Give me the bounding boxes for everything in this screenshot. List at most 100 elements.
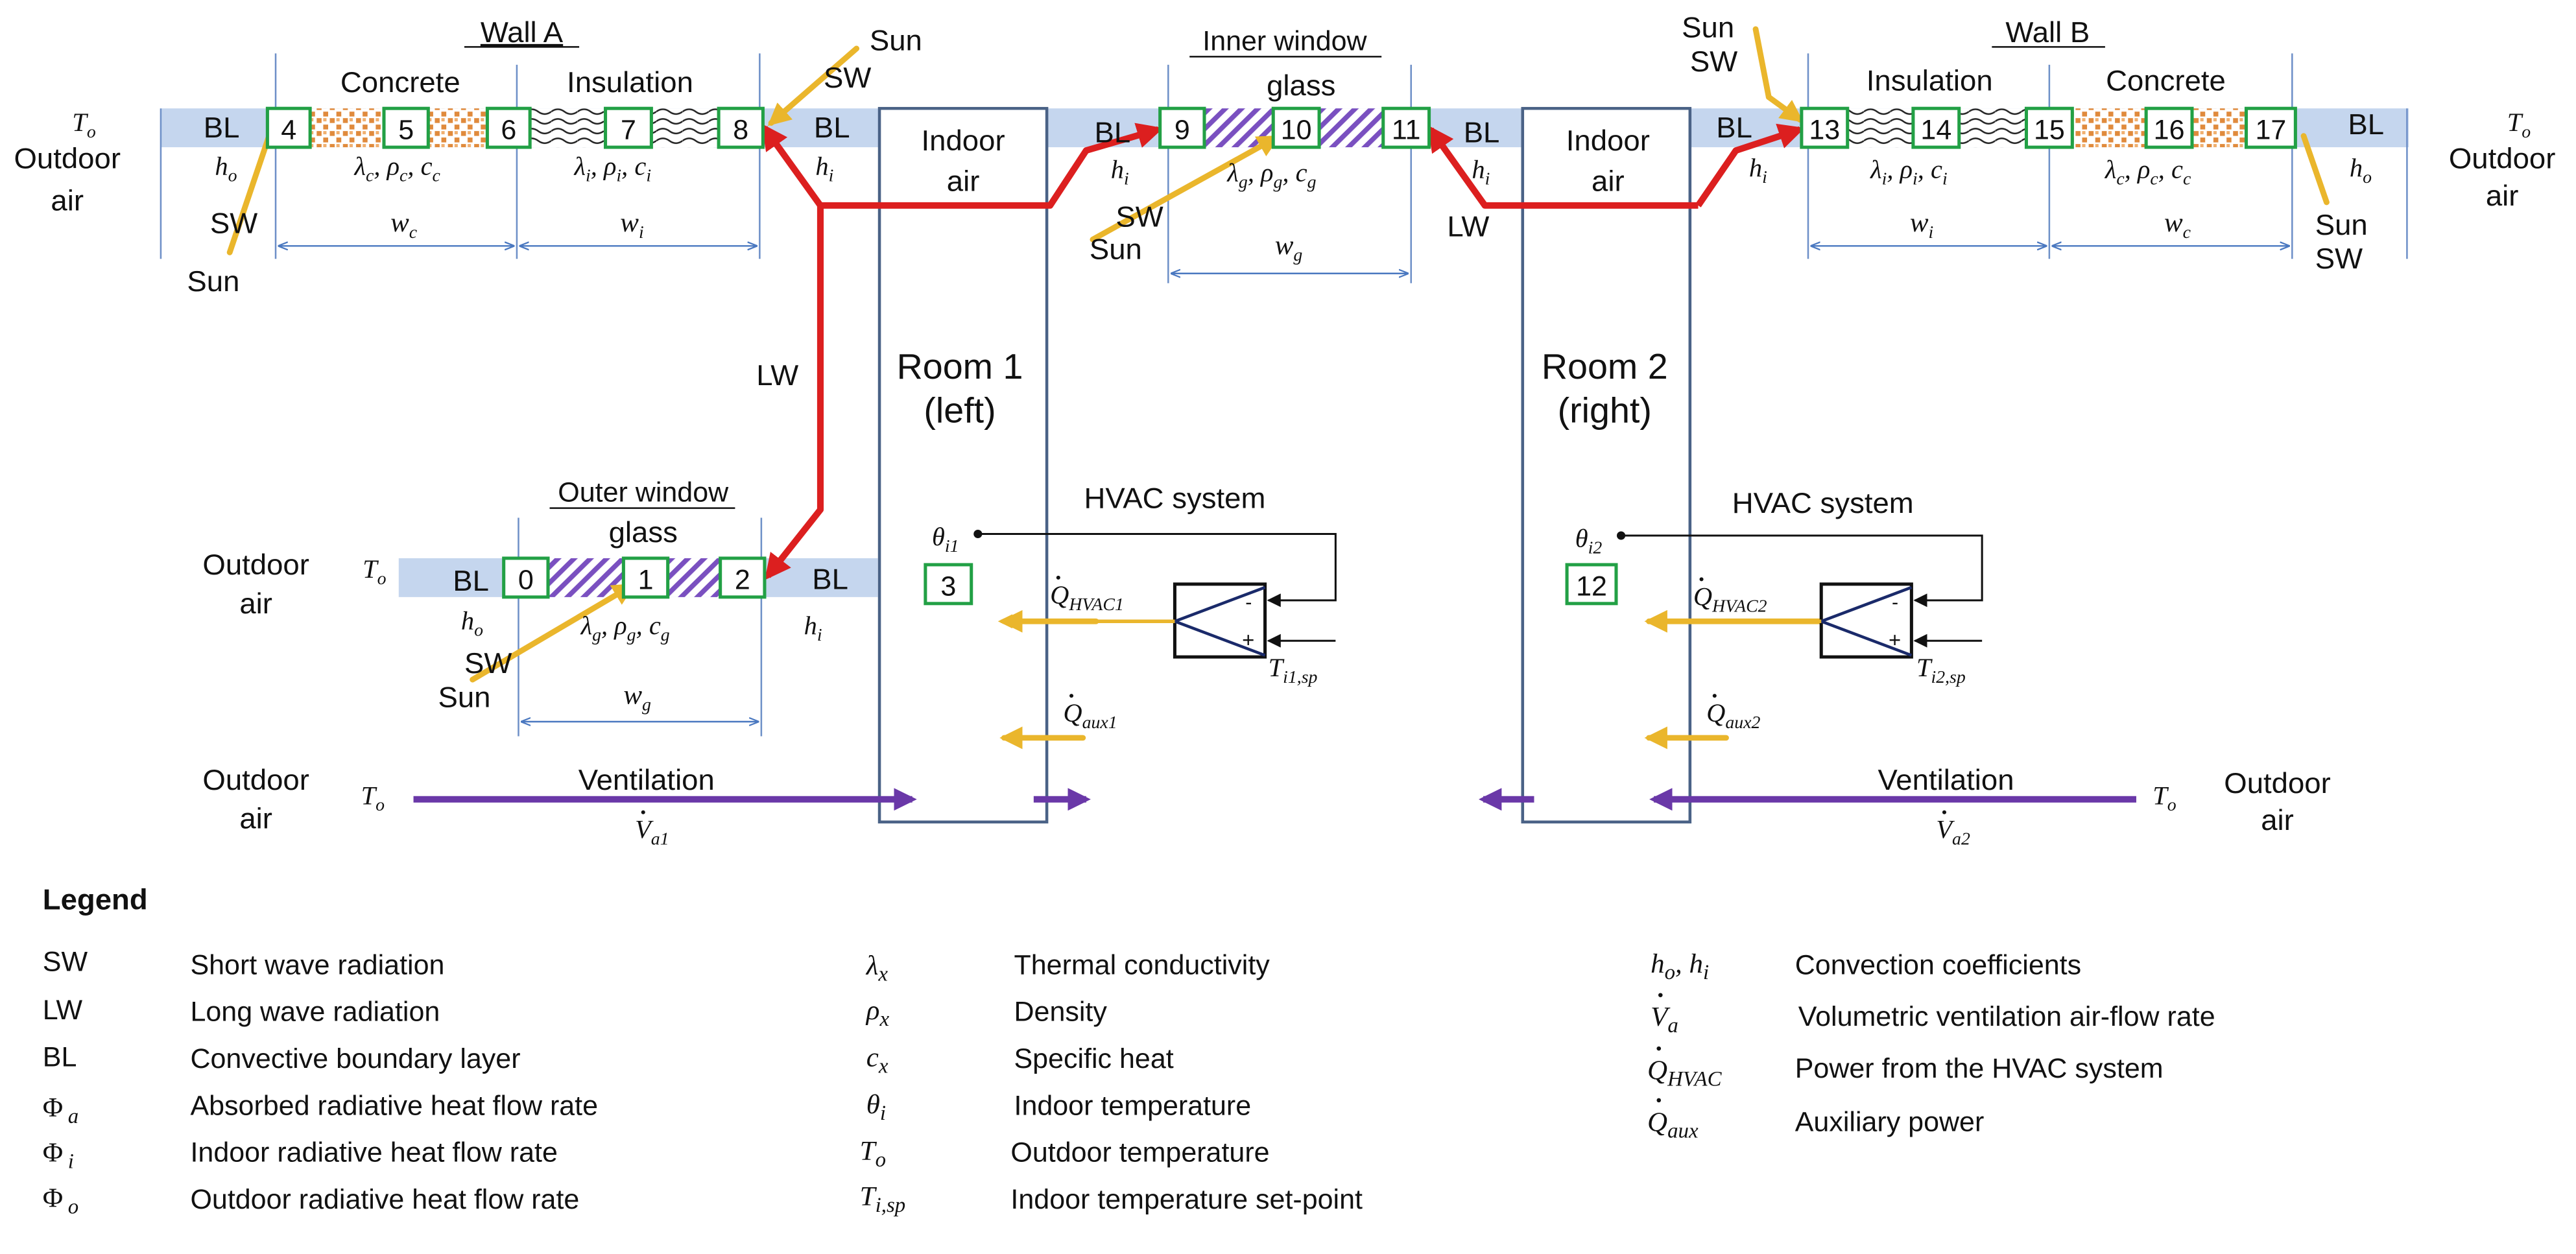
svg-text:SW: SW <box>1115 200 1163 233</box>
outer-window-material: glass <box>609 515 678 549</box>
inner-window-material: glass <box>1267 69 1335 102</box>
node-16: 16 <box>2144 106 2194 149</box>
svg-text:air: air <box>239 802 272 835</box>
svg-text:Ventilation: Ventilation <box>578 763 715 796</box>
svg-text:Power from the HVAC system: Power from the HVAC system <box>1795 1053 2164 1084</box>
svg-text:air: air <box>2261 803 2294 836</box>
room-2-subtitle: (right) <box>1558 390 1652 431</box>
svg-text:12: 12 <box>1576 571 1607 602</box>
svg-text:Indoor radiative heat flow rat: Indoor radiative heat flow rate <box>190 1137 557 1168</box>
svg-text:1: 1 <box>638 565 654 596</box>
svg-text:Qaux2: Qaux2 <box>1706 698 1760 732</box>
node-4: 4 <box>265 106 312 149</box>
room-labels: Room 1 (left) Room 2 (right) HVAC system… <box>897 346 1914 519</box>
svg-text:ho: ho <box>215 152 237 185</box>
node-3: 3 <box>924 563 973 606</box>
svg-text:Va: Va <box>1651 1002 1678 1037</box>
wall-a-title: Wall A <box>481 16 564 49</box>
node-10: 10 <box>1271 106 1321 149</box>
svg-text:hi: hi <box>1472 155 1490 189</box>
svg-text:ho, hi: ho, hi <box>1651 949 1709 984</box>
svg-text:BL: BL <box>814 111 850 144</box>
svg-text:+: + <box>1242 628 1254 652</box>
node-9: 9 <box>1158 106 1206 149</box>
svg-text:hi: hi <box>1111 155 1129 189</box>
svg-text:9: 9 <box>1175 115 1190 146</box>
node-15: 15 <box>2024 106 2074 149</box>
svg-text:BL: BL <box>453 564 489 597</box>
node-12: 12 <box>1565 563 1618 606</box>
node-2: 2 <box>719 556 767 599</box>
node-17: 17 <box>2244 106 2297 149</box>
wall-b-insulation-label: Insulation <box>1866 64 1993 97</box>
outer-window-title: Outer window <box>558 477 728 508</box>
svg-text:3: 3 <box>940 571 956 602</box>
hvac-2-title: HVAC system <box>1732 486 1914 519</box>
svg-text:Long wave radiation: Long wave radiation <box>190 997 440 1028</box>
svg-text:Outdoor: Outdoor <box>202 763 309 796</box>
svg-text:Sun: Sun <box>1090 233 1142 266</box>
svg-text:ho: ho <box>461 606 483 640</box>
svg-text:LW: LW <box>756 359 798 392</box>
svg-text:Va2: Va2 <box>1936 815 1970 849</box>
svg-text:Indoor: Indoor <box>1566 124 1650 157</box>
svg-text:Outdoor: Outdoor <box>2224 766 2331 799</box>
inner-window-title: Inner window <box>1202 26 1366 57</box>
svg-text:λc, ρc, cc: λc, ρc, cc <box>2105 155 2191 189</box>
svg-text:SW: SW <box>43 947 88 978</box>
svg-text:air: air <box>239 587 272 620</box>
svg-text:SW: SW <box>2315 243 2363 276</box>
hvac-1-title: HVAC system <box>1084 482 1265 515</box>
svg-text:10: 10 <box>1281 115 1312 146</box>
svg-text:θi: θi <box>866 1089 886 1125</box>
hvac-controller-2: - + <box>1616 531 1983 659</box>
svg-text:-: - <box>1892 591 1898 613</box>
node-13: 13 <box>1800 106 1850 149</box>
svg-text:wi: wi <box>620 207 643 242</box>
node-14: 14 <box>1911 106 1961 149</box>
svg-text:Ventilation: Ventilation <box>1878 763 2014 796</box>
node-1: 1 <box>621 556 670 599</box>
svg-text:16: 16 <box>2154 115 2185 146</box>
svg-text:λi, ρi, ci: λi, ρi, ci <box>1870 155 1948 189</box>
svg-text:BL: BL <box>2348 108 2384 141</box>
math-symbols: To To To To To ho hi hi hi hi ho ho hi λ… <box>72 108 2531 848</box>
svg-text:4: 4 <box>281 115 296 146</box>
svg-text:BL: BL <box>1716 111 1752 144</box>
surface-lines <box>160 53 2408 737</box>
svg-text:8: 8 <box>733 115 748 146</box>
svg-text:Indoor temperature: Indoor temperature <box>1014 1091 1252 1122</box>
svg-text:Ti1,sp: Ti1,sp <box>1269 653 1318 687</box>
svg-text:Va1: Va1 <box>635 815 669 849</box>
svg-text:Short wave radiation: Short wave radiation <box>190 950 444 981</box>
svg-text:6: 6 <box>501 115 516 146</box>
svg-text:5: 5 <box>398 115 414 146</box>
svg-text:Outdoor: Outdoor <box>202 548 309 581</box>
radiation-labels: SW Sun Sun SW SW Sun Sun SW Sun SW SW Su… <box>187 11 2367 714</box>
air-labels: Outdoor air Outdoor air Outdoor air Outd… <box>14 124 2555 836</box>
svg-text:11: 11 <box>1392 115 1421 146</box>
svg-text:Φi: Φi <box>43 1138 74 1174</box>
sun-rays <box>226 26 2330 750</box>
svg-text:To: To <box>361 781 385 815</box>
svg-text:Outdoor: Outdoor <box>2449 142 2556 175</box>
svg-text:air: air <box>1592 165 1625 198</box>
svg-text:QHVAC: QHVAC <box>1647 1056 1723 1091</box>
svg-text:QHVAC2: QHVAC2 <box>1693 582 1767 616</box>
legend-title: Legend <box>43 883 148 916</box>
svg-text:SW: SW <box>210 207 258 240</box>
temperature-nodes: 0 1 2 3 4 5 6 7 8 9 10 11 12 13 14 15 16… <box>265 106 2297 606</box>
node-5: 5 <box>382 106 430 149</box>
svg-text:17: 17 <box>2256 115 2287 146</box>
room-1-title: Room 1 <box>897 346 1023 386</box>
svg-text:Outdoor temperature: Outdoor temperature <box>1010 1137 1269 1168</box>
svg-text:Absorbed radiative heat flow r: Absorbed radiative heat flow rate <box>190 1091 598 1122</box>
svg-text:hi: hi <box>1749 153 1767 187</box>
svg-text:7: 7 <box>621 115 636 146</box>
svg-text:BL: BL <box>43 1042 77 1073</box>
svg-text:ρx: ρx <box>865 995 890 1031</box>
svg-text:0: 0 <box>518 565 534 596</box>
svg-text:To: To <box>2507 108 2531 141</box>
room-1-box <box>877 106 1049 823</box>
svg-text:Sun: Sun <box>1682 11 1734 44</box>
